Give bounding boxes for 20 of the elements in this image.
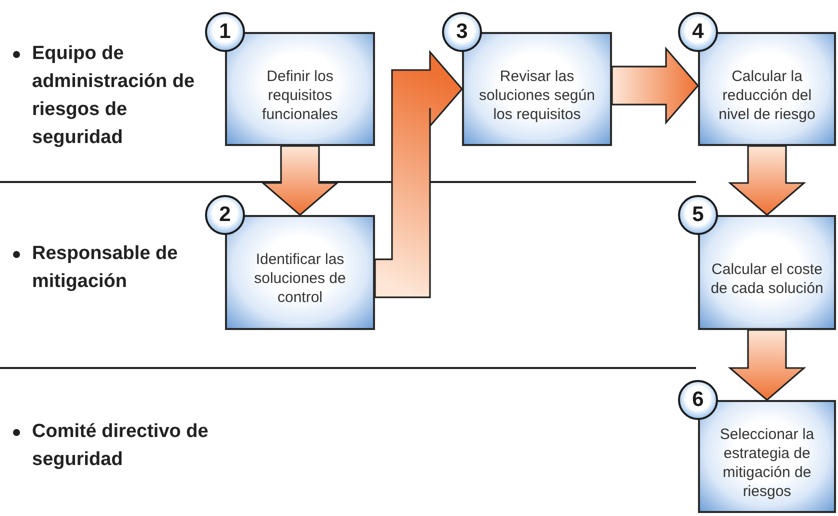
step-number-badge: 2 — [205, 195, 245, 235]
step-number-badge: 4 — [678, 12, 718, 52]
block-arrow — [611, 46, 700, 125]
step-number-badge: 3 — [442, 12, 482, 52]
block-arrow — [728, 329, 806, 402]
step-label: Revisar las soluciones según los requisitos — [478, 66, 596, 124]
step-number-badge: 1 — [205, 12, 245, 52]
step-label: Calcular el coste de cada solución — [710, 260, 824, 298]
block-arrow — [260, 145, 340, 216]
step-number-badge: 6 — [678, 380, 718, 420]
step-number-badge: 5 — [678, 195, 718, 235]
step-label: Seleccionar la estrategia de mitigación de riesgos — [718, 424, 816, 500]
step-label: Identificar las soluciones de control — [253, 250, 347, 307]
lane-label: Equipo de administración de riesgos de seguridad — [32, 42, 196, 150]
lane-label: Comité directivo de seguridad — [32, 420, 210, 472]
step-label: Calcular la reducción del nivel de riesgo — [718, 66, 816, 124]
block-arrow — [374, 50, 464, 298]
block-arrow — [728, 145, 806, 216]
step-label: Definir los requisitos funcionales — [261, 66, 339, 124]
lane-label: Responsable de mitigación — [32, 242, 179, 294]
